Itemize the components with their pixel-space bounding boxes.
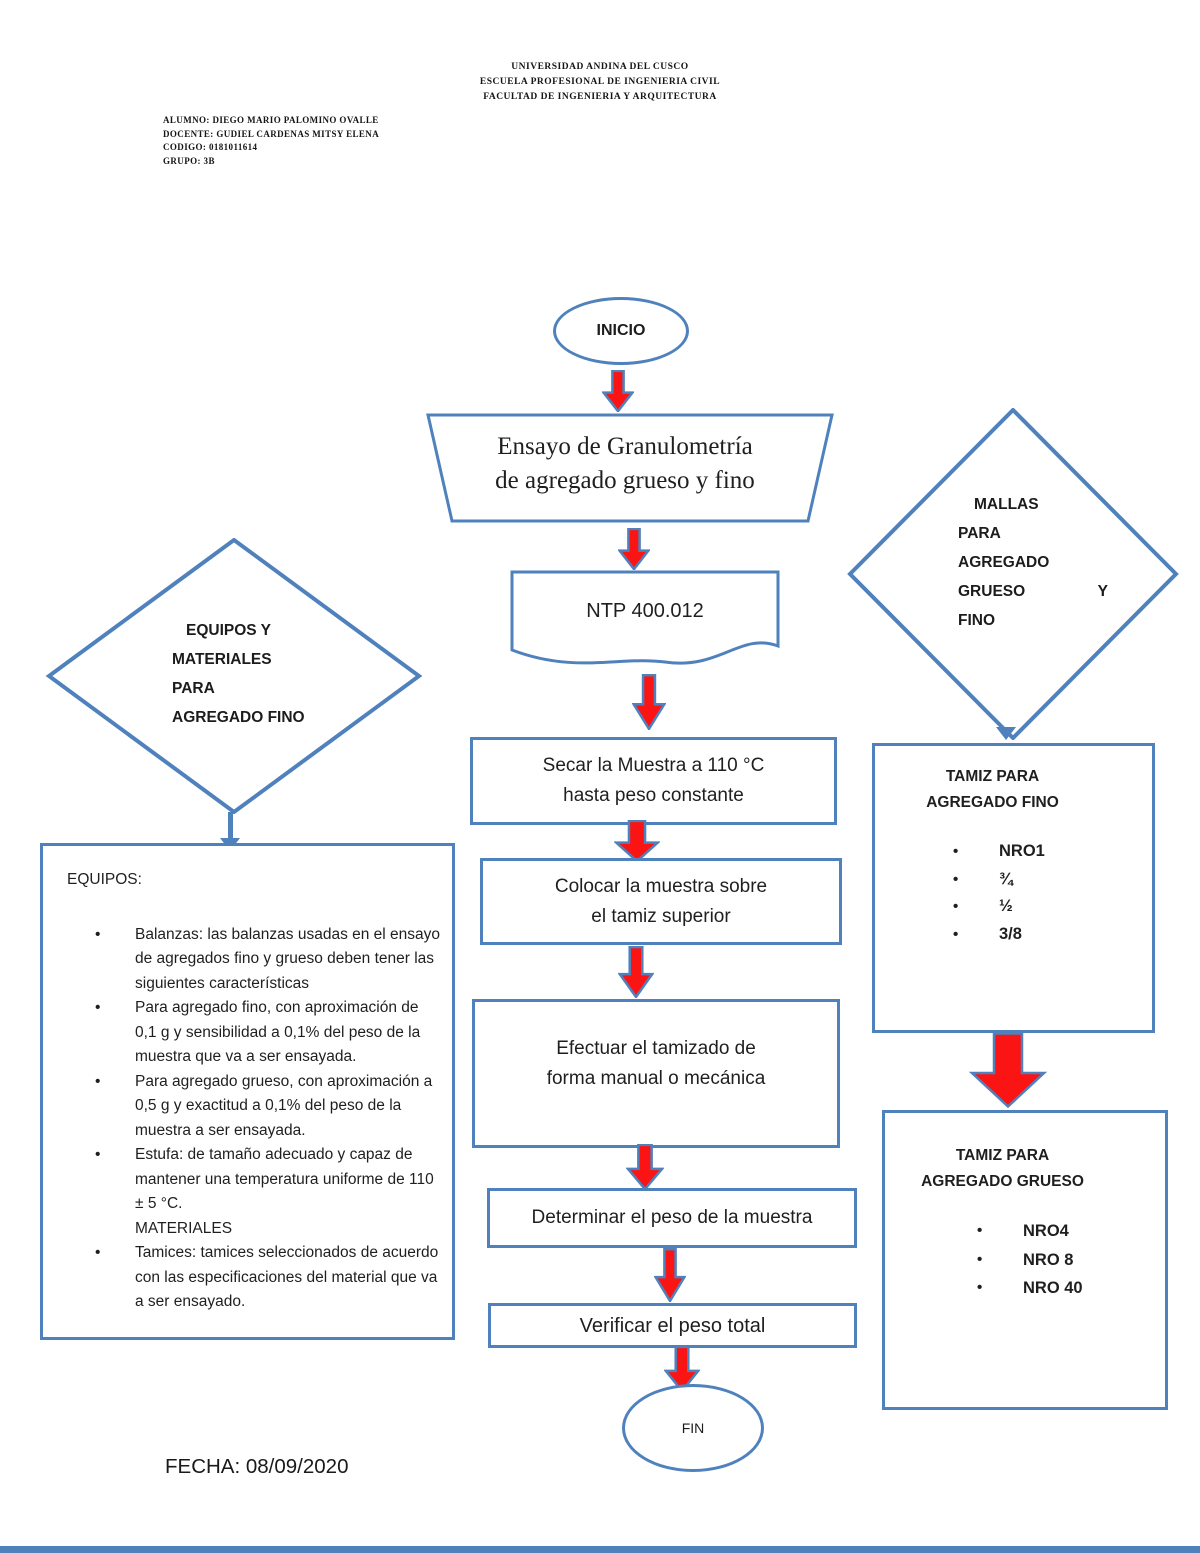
- bullet-icon: •: [95, 1146, 101, 1163]
- mallas-line3: AGREGADO: [958, 554, 1050, 571]
- start-terminator: INICIO: [553, 297, 689, 365]
- equipos-diamond-line3: PARA: [172, 680, 215, 697]
- end-label: FIN: [681, 1420, 705, 1436]
- down-arrow-icon: [602, 370, 634, 417]
- down-arrowhead-icon: [996, 727, 1016, 740]
- down-arrow-icon: [968, 1032, 1048, 1113]
- connector-line: [228, 812, 233, 840]
- tamiz-grueso-item: • NRO 8: [885, 1246, 1083, 1275]
- step-verificar-box: Verificar el peso total: [488, 1303, 857, 1348]
- equipos-diamond-line2: MATERIALES: [172, 651, 272, 668]
- equipos-heading: EQUIPOS:: [67, 871, 142, 888]
- equipos-item: • Estufa: de tamaño adecuado y capaz de …: [43, 1143, 452, 1217]
- down-arrow-icon: [664, 1346, 700, 1397]
- tamiz-fino-box: TAMIZ PARA AGREGADO FINO • NRO1 • ¾ • ½ …: [872, 743, 1155, 1033]
- equipos-diamond-line1: EQUIPOS Y: [186, 622, 271, 639]
- student-info: ALUMNO: DIEGO MARIO PALOMINO OVALLE DOCE…: [163, 114, 379, 168]
- tamiz-fino-item: • NRO1: [875, 838, 1045, 866]
- bullet-icon: •: [95, 1072, 101, 1090]
- mallas-diamond-text: MALLAS PARA AGREGADO GRUESO Y FINO: [958, 490, 1108, 635]
- equipos-diamond-text: EQUIPOS Y MATERIALES PARA AGREGADO FINO: [172, 616, 305, 732]
- date-label: FECHA: 08/09/2020: [165, 1455, 349, 1478]
- tamiz-grueso-item: • NRO4: [885, 1217, 1083, 1246]
- bullet-icon: •: [977, 1222, 983, 1239]
- step-efectuar-line1: Efectuar el tamizado de: [556, 1038, 756, 1059]
- step-determinar-box: Determinar el peso de la muestra: [487, 1188, 857, 1248]
- step-secar-line2: hasta peso constante: [563, 785, 744, 806]
- title-trapezoid: [420, 412, 840, 524]
- university-name: UNIVERSIDAD ANDINA DEL CUSCO: [511, 62, 689, 72]
- school-name: ESCUELA PROFESIONAL DE INGENIERIA CIVIL: [479, 77, 721, 87]
- end-terminator: FIN: [622, 1384, 764, 1472]
- title-text: Ensayo de Granulometría de agregado grue…: [420, 430, 830, 498]
- step-determinar-line1: Determinar el peso de la muestra: [531, 1207, 813, 1228]
- down-arrow-icon: [626, 1144, 664, 1195]
- tamiz-grueso-box: TAMIZ PARA AGREGADO GRUESO • NRO4 • NRO …: [882, 1110, 1168, 1410]
- step-secar-box: Secar la Muestra a 110 °C hasta peso con…: [470, 737, 837, 825]
- equipos-diamond: [45, 538, 423, 814]
- mallas-line4: GRUESO Y: [958, 583, 1108, 600]
- start-label: INICIO: [596, 322, 646, 339]
- student-docente: DOCENTE: GUDIEL CARDENAS MITSY ELENA: [163, 128, 380, 139]
- tamiz-grueso-item: • NRO 40: [885, 1274, 1083, 1303]
- bullet-icon: •: [95, 1244, 101, 1261]
- title-line1: Ensayo de Granulometría: [497, 433, 753, 460]
- faculty-name: FACULTAD DE INGENIERIA Y ARQUITECTURA: [483, 92, 717, 102]
- ntp-document-shape: [505, 568, 785, 686]
- bullet-icon: •: [977, 1250, 983, 1268]
- equipos-subheading: MATERIALES: [135, 1219, 233, 1237]
- bullet-icon: •: [953, 870, 959, 888]
- step-secar-line1: Secar la Muestra a 110 °C: [542, 755, 765, 776]
- tamiz-grueso-title: TAMIZ PARA AGREGADO GRUESO: [921, 1147, 1084, 1190]
- down-arrow-icon: [632, 674, 666, 735]
- down-arrow-icon: [618, 946, 654, 1003]
- step-colocar-line1: Colocar la muestra sobre: [554, 875, 768, 897]
- student-alumno: ALUMNO: DIEGO MARIO PALOMINO OVALLE: [163, 115, 379, 125]
- bottom-bar: [0, 1546, 1200, 1553]
- equipos-diamond-line4: AGREGADO FINO: [172, 709, 305, 726]
- bullet-icon: •: [95, 925, 101, 943]
- down-arrow-icon: [654, 1248, 686, 1307]
- equipos-item: • Para agregado grueso, con aproximación…: [43, 1070, 452, 1144]
- tamiz-fino-title: TAMIZ PARA AGREGADO FINO: [926, 768, 1059, 811]
- tamiz-fino-item: • ¾: [875, 866, 1045, 894]
- equipos-item: • Para agregado fino, con aproximación d…: [43, 996, 452, 1070]
- step-efectuar-box: Efectuar el tamizado de forma manual o m…: [472, 999, 840, 1148]
- ntp-document-label: NTP 400.012: [586, 600, 704, 622]
- bullet-icon: •: [953, 898, 959, 915]
- step-colocar-line2: el tamiz superior: [591, 905, 731, 927]
- tamiz-grueso-list: • NRO4 • NRO 8 • NRO 40: [885, 1217, 1083, 1303]
- student-grupo: GRUPO: 3B: [163, 155, 215, 166]
- equipos-item: • Tamices: tamices seleccionados de acue…: [43, 1241, 452, 1315]
- equipos-item: • Balanzas: las balanzas usadas en el en…: [43, 923, 452, 997]
- equipos-box: EQUIPOS: • Balanzas: las balanzas usadas…: [40, 843, 455, 1340]
- step-colocar-box: Colocar la muestra sobre el tamiz superi…: [480, 858, 842, 945]
- mallas-line1: MALLAS: [974, 496, 1039, 513]
- student-codigo: CODIGO: 0181011614: [163, 142, 258, 152]
- bullet-icon: •: [95, 999, 101, 1016]
- tamiz-fino-item: • 3/8: [875, 921, 1045, 949]
- title-line2: de agregado grueso y fino: [495, 467, 755, 494]
- mallas-line2: PARA: [958, 525, 1001, 542]
- step-efectuar-line2: forma manual o mecánica: [546, 1068, 766, 1089]
- down-arrow-icon: [614, 820, 660, 867]
- university-header: UNIVERSIDAD ANDINA DEL CUSCO ESCUELA PRO…: [0, 60, 1200, 105]
- tamiz-fino-list: • NRO1 • ¾ • ½ • 3/8: [875, 838, 1045, 948]
- step-verificar-line1: Verificar el peso total: [579, 1314, 766, 1337]
- mallas-line5: FINO: [958, 612, 996, 629]
- tamiz-fino-item: • ½: [875, 893, 1045, 921]
- down-arrow-icon: [618, 528, 650, 575]
- bullet-icon: •: [953, 925, 959, 943]
- bullet-icon: •: [977, 1279, 983, 1296]
- bullet-icon: •: [953, 843, 959, 860]
